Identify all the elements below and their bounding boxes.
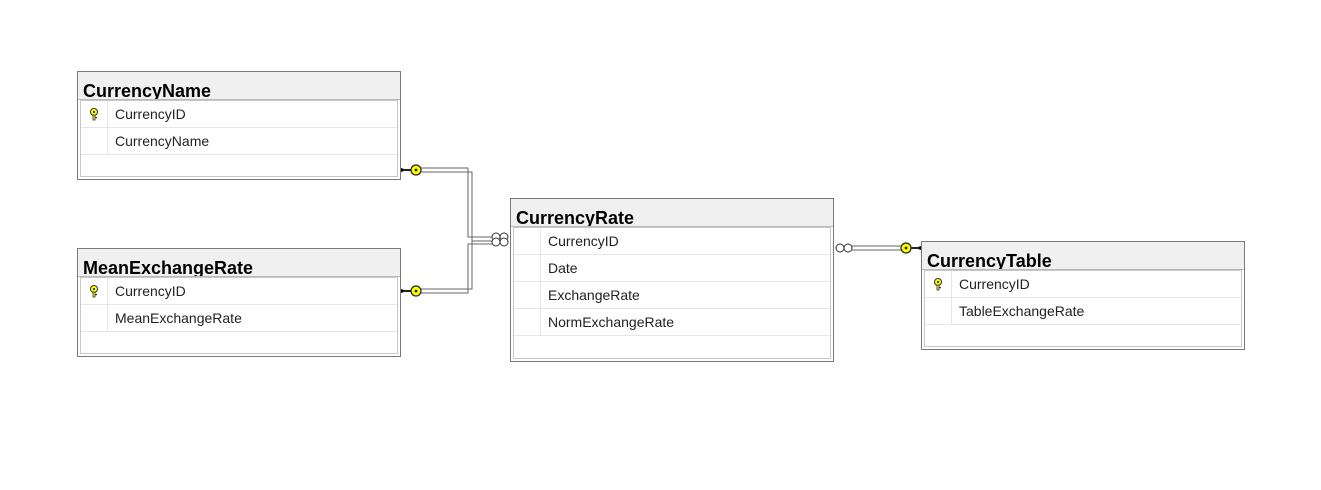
column-row-currencyid[interactable]: CurrencyID — [925, 271, 1241, 298]
key-icon — [90, 108, 98, 121]
table-header[interactable]: MeanExchangeRate — [78, 249, 400, 277]
column-name: CurrencyID — [115, 283, 186, 299]
column-row-currencyname[interactable]: CurrencyName — [81, 128, 397, 155]
row-gutter — [514, 228, 541, 254]
row-gutter — [514, 255, 541, 281]
relationship-currencyname-currencyrate[interactable] — [418, 167, 496, 242]
table-header[interactable]: CurrencyName — [78, 72, 400, 100]
key-icon — [90, 285, 98, 298]
table-header[interactable]: CurrencyTable — [922, 242, 1244, 270]
column-name: NormExchangeRate — [548, 314, 675, 330]
table-title: MeanExchangeRate — [83, 258, 254, 277]
table-header[interactable]: CurrencyRate — [511, 199, 833, 227]
table-meanexchangerate[interactable]: MeanExchangeRate CurrencyID MeanExchange… — [77, 248, 401, 357]
row-gutter — [925, 271, 952, 297]
row-gutter — [81, 278, 108, 304]
table-body: CurrencyID TableExchangeRate — [924, 270, 1242, 347]
column-name: ExchangeRate — [548, 287, 640, 303]
column-row-tableexchangerate[interactable]: TableExchangeRate — [925, 298, 1241, 325]
row-gutter — [514, 282, 541, 308]
table-body: CurrencyID MeanExchangeRate — [80, 277, 398, 354]
column-name: Date — [548, 260, 578, 276]
key-end-icon — [900, 242, 921, 254]
row-gutter — [514, 309, 541, 335]
column-row-normexchangerate[interactable]: NormExchangeRate — [514, 309, 830, 336]
table-body: CurrencyID CurrencyName — [80, 100, 398, 177]
column-row-meanexchangerate[interactable]: MeanExchangeRate — [81, 305, 397, 332]
relationship-meanexchangerate-currencyrate[interactable] — [418, 238, 496, 294]
key-end-icon — [401, 285, 422, 297]
row-gutter — [925, 298, 952, 324]
column-name: CurrencyID — [115, 106, 186, 122]
table-title: CurrencyName — [83, 81, 212, 100]
column-row-date[interactable]: Date — [514, 255, 830, 282]
table-currencyname[interactable]: CurrencyName CurrencyID CurrencyName — [77, 71, 401, 180]
column-row-exchangerate[interactable]: ExchangeRate — [514, 282, 830, 309]
column-row-currencyid[interactable]: CurrencyID — [81, 101, 397, 128]
column-name: CurrencyID — [548, 233, 619, 249]
row-gutter — [81, 305, 108, 331]
relationship-currencyrate-currencytable[interactable] — [852, 245, 904, 251]
column-name: TableExchangeRate — [959, 303, 1085, 319]
row-gutter — [81, 128, 108, 154]
table-currencytable[interactable]: CurrencyTable CurrencyID TableExchangeRa… — [921, 241, 1245, 350]
table-body: CurrencyID Date ExchangeRate NormExchang… — [513, 227, 831, 359]
table-currencyrate[interactable]: CurrencyRate CurrencyID Date ExchangeRat… — [510, 198, 834, 362]
infinity-end-icon — [835, 243, 853, 253]
table-title: CurrencyTable — [927, 251, 1052, 270]
column-row-currencyid[interactable]: CurrencyID — [81, 278, 397, 305]
column-name: CurrencyName — [115, 133, 210, 149]
key-icon — [934, 278, 942, 291]
column-name: MeanExchangeRate — [115, 310, 242, 326]
key-end-icon — [401, 164, 422, 176]
table-title: CurrencyRate — [516, 208, 635, 227]
column-row-currencyid[interactable]: CurrencyID — [514, 228, 830, 255]
column-name: CurrencyID — [959, 276, 1030, 292]
infinity-end-icon — [491, 237, 509, 247]
row-gutter — [81, 101, 108, 127]
